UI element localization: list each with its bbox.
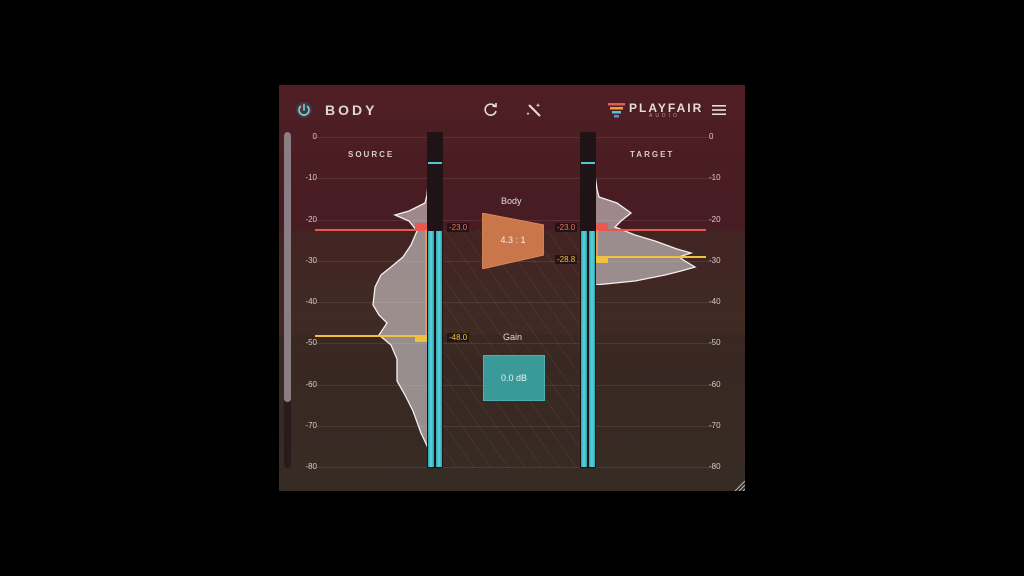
target-scale-tick: -80 <box>709 462 721 471</box>
target-upper-line <box>596 229 706 231</box>
power-icon[interactable] <box>295 101 313 119</box>
gain-label: Gain <box>503 332 523 342</box>
source-lower-handle[interactable] <box>415 336 427 342</box>
magic-wand-icon[interactable] <box>524 100 544 120</box>
source-lower-value: -48.0 <box>447 333 470 342</box>
source-scale-tick: -10 <box>305 173 317 183</box>
target-scale-tick: -50 <box>709 338 721 348</box>
target-scale-tick: -70 <box>709 420 721 430</box>
hamburger-menu-icon[interactable] <box>712 104 726 116</box>
gain-value: 0.0 dB <box>500 373 528 383</box>
target-scale-tick: -20 <box>709 214 721 224</box>
target-scale-tick: -30 <box>709 255 721 265</box>
source-loudness-histogram <box>372 175 429 451</box>
playfair-logo-icon <box>608 103 625 118</box>
source-scale-tick: 0 <box>312 132 317 141</box>
source-label: SOURCE <box>348 150 395 159</box>
grid-line <box>315 137 713 138</box>
gain-control[interactable]: 0.0 dB <box>483 355 545 401</box>
resize-grip-icon[interactable] <box>733 479 745 491</box>
source-scale-tick: -20 <box>305 214 317 224</box>
source-scale-tick: -80 <box>305 462 317 471</box>
body-ratio-control[interactable] <box>482 213 544 269</box>
target-scale-tick: -60 <box>709 379 721 389</box>
target-label: TARGET <box>630 150 675 159</box>
target-scale-tick: -10 <box>709 173 721 183</box>
target-upper-handle[interactable] <box>596 223 608 230</box>
brand-name: PLAYFAIR <box>629 101 704 115</box>
target-peak-marker <box>581 162 595 164</box>
plugin-window: BODY PLAYFAIR AUDIO SOURCE TARGET 0 -10 -2… <box>279 85 745 491</box>
brand-subtitle: AUDIO <box>649 113 680 119</box>
target-lower-line <box>596 256 706 258</box>
target-meter-left-bar <box>581 231 587 467</box>
source-upper-value: -23.0 <box>447 223 470 232</box>
target-lower-value: -28.8 <box>555 255 578 264</box>
gain-hatch-area <box>444 230 579 468</box>
source-scale-tick: -60 <box>305 379 317 389</box>
body-ratio-value: 4.3 : 1 <box>500 235 526 245</box>
target-scale-tick: 0 <box>709 132 714 141</box>
target-meter-right-bar <box>589 231 595 467</box>
plugin-title: BODY <box>325 102 378 118</box>
source-scale-tick: -40 <box>305 297 317 306</box>
source-peak-marker <box>428 162 442 164</box>
source-scale-tick: -70 <box>305 420 317 430</box>
body-label: Body <box>501 196 522 206</box>
source-meter-right-bar <box>436 231 442 467</box>
source-meter-left-bar <box>428 231 434 467</box>
source-upper-threshold-line[interactable] <box>315 229 427 231</box>
target-scale-tick: -40 <box>709 297 721 306</box>
upper-zone <box>279 85 745 230</box>
target-lower-handle[interactable] <box>596 257 608 263</box>
refresh-icon[interactable] <box>482 101 500 119</box>
source-range-marker <box>425 230 427 337</box>
target-upper-value: -23.0 <box>555 223 578 232</box>
source-upper-handle[interactable] <box>415 223 427 230</box>
source-lower-threshold-line[interactable] <box>315 335 427 337</box>
target-range-marker <box>596 230 598 257</box>
grid-line <box>315 178 713 180</box>
source-scale-tick: -30 <box>305 255 317 265</box>
source-scale-tick: -50 <box>305 338 317 348</box>
input-trim-slider-handle[interactable] <box>284 132 291 402</box>
